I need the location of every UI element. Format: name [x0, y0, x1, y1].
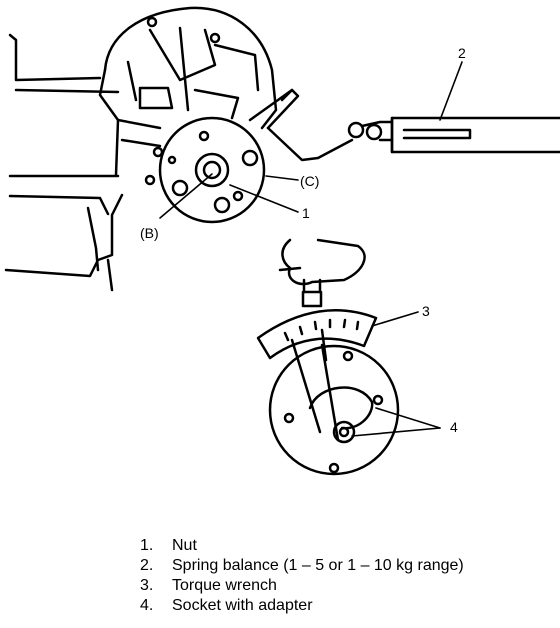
- torque-wrench-detail: [256, 238, 400, 476]
- callout-1: 1: [302, 205, 310, 221]
- legend-text: Nut: [172, 537, 197, 554]
- engine-housing: [98, 6, 278, 186]
- technical-illustration: 2 (C) 1 (B) 3 4: [4, 6, 560, 476]
- legend-number: 2.: [140, 557, 154, 574]
- legend: 1. Nut 2. Spring balance (1 – 5 or 1 – 1…: [140, 536, 464, 616]
- legend-item: 1. Nut: [140, 536, 464, 556]
- callout-4: 4: [450, 419, 458, 435]
- callout-2: 2: [458, 45, 466, 61]
- legend-item: 2. Spring balance (1 – 5 or 1 – 10 kg ra…: [140, 556, 464, 576]
- legend-item: 4. Socket with adapter: [140, 596, 464, 616]
- legend-number: 4.: [140, 597, 154, 614]
- frame-rails: [4, 33, 124, 292]
- legend-text: Spring balance (1 – 5 or 1 – 10 kg range…: [172, 557, 464, 574]
- legend-text: Socket with adapter: [172, 597, 313, 614]
- spring-balance: [347, 116, 560, 154]
- legend-item: 3. Torque wrench: [140, 576, 464, 596]
- callout-c: (C): [300, 173, 319, 189]
- legend-number: 1.: [140, 537, 154, 554]
- leader-lines: [159, 61, 463, 437]
- coupling-flange: [158, 116, 266, 224]
- cord: [248, 88, 354, 162]
- callout-3: 3: [422, 303, 430, 319]
- legend-text: Torque wrench: [172, 577, 277, 594]
- legend-number: 3.: [140, 577, 154, 594]
- callout-b: (B): [140, 225, 159, 241]
